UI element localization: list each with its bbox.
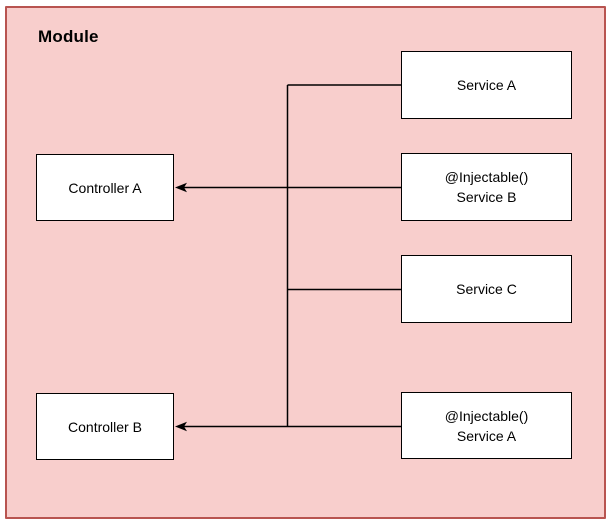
- node-injectable-service-b: @Injectable() Service B: [401, 153, 572, 221]
- node-label-line-2: Service B: [456, 189, 517, 205]
- node-controller-b: Controller B: [36, 393, 174, 460]
- node-label-line-1: @Injectable(): [444, 169, 529, 185]
- node-label-line-1: @Injectable(): [444, 407, 529, 424]
- node-service-a: Service A: [401, 51, 572, 119]
- module-title: Module: [38, 27, 99, 46]
- node-label: Controller B: [68, 418, 142, 435]
- node-label-line-2: Service A: [456, 427, 517, 444]
- node-label: Service C: [456, 281, 517, 297]
- node-label: Service A: [456, 77, 517, 93]
- node-service-c: Service C: [401, 255, 572, 323]
- node-injectable-service-a: @Injectable() Service A: [401, 392, 572, 459]
- node-controller-a: Controller A: [36, 154, 174, 221]
- node-label: Controller A: [68, 179, 142, 196]
